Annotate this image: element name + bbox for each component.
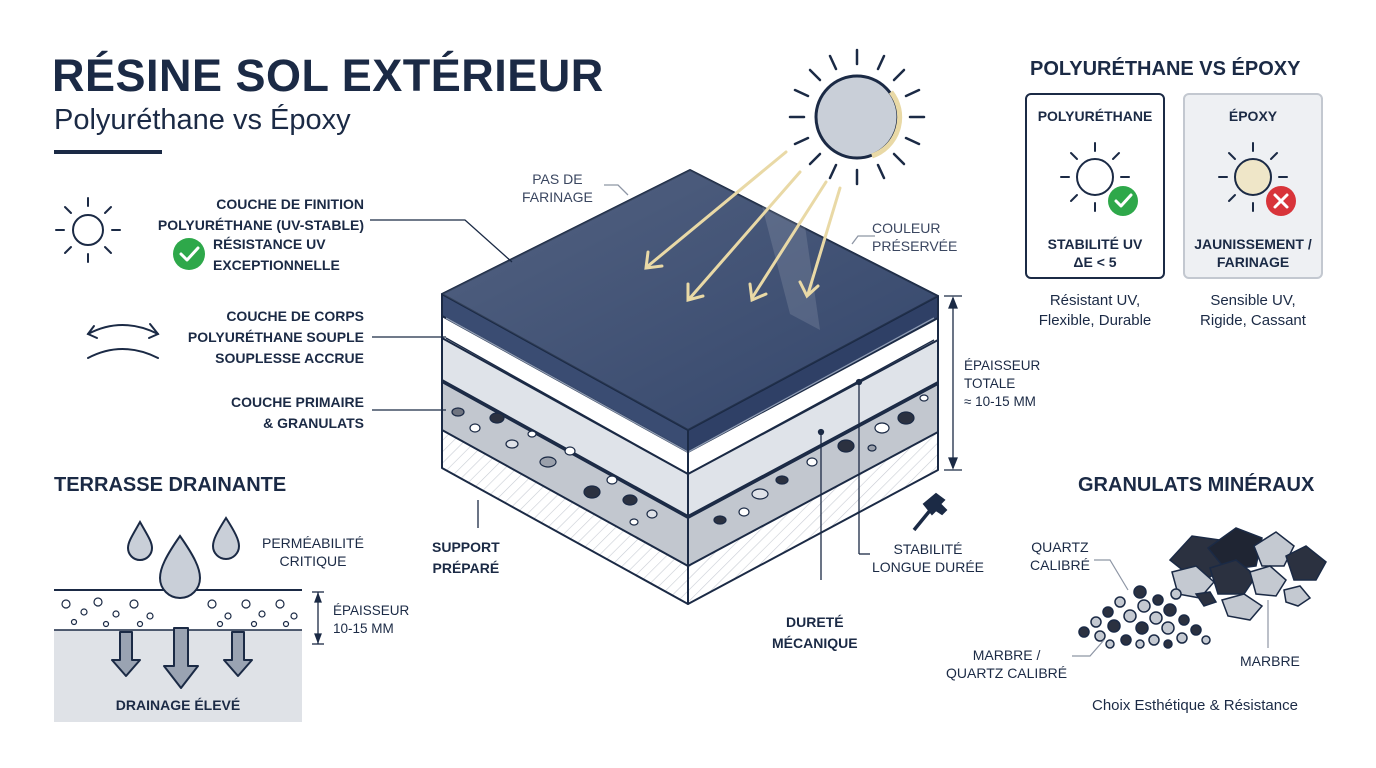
uv-label-line2: EXCEPTIONNELLE: [213, 257, 340, 273]
aggregate-pebbles: [451, 394, 929, 526]
primer-label-line1: COUCHE PRIMAIRE: [230, 394, 364, 410]
epoxy-card-title: ÉPOXY: [1228, 108, 1278, 124]
epoxy-card: ÉPOXY JAUNISSEMENT / FARINAGE: [1183, 93, 1323, 279]
page-subtitle: Polyuréthane vs Époxy: [54, 104, 351, 136]
epoxy-properties: Sensible UV, Rigide, Cassant: [1200, 292, 1306, 329]
stability-label: STABILITÉ LONGUE DURÉE: [872, 541, 985, 575]
no-chalking-label: PAS DE FARINAGE: [522, 171, 593, 205]
pu-sun-icon: [1060, 142, 1138, 216]
aggregate-pile-illustration: [1078, 527, 1327, 649]
down-arrow-icon: [111, 627, 253, 689]
primer-layer-label: COUCHE PRIMAIRE & GRANULATS: [231, 392, 364, 434]
pu-card-title: POLYURÉTHANE: [1037, 108, 1153, 124]
finish-label-line1: COUCHE DE FINITION: [216, 196, 364, 212]
body-label-line3: SOUPLESSE ACCRUE: [215, 350, 364, 366]
uv-label-line1: RÉSISTANCE UV: [213, 236, 326, 252]
epoxy-card-value: JAUNISSEMENT / FARINAGE: [1194, 236, 1312, 270]
aggregates-caption: Choix Esthétique & Résistance: [1092, 697, 1298, 714]
drainage-illustration: [54, 516, 324, 722]
total-thickness-label: ÉPAISSEUR TOTALE ≈ 10-15 MM: [964, 358, 1041, 409]
marble-quartz-label: MARBRE / QUARTZ CALIBRÉ: [946, 647, 1068, 681]
leader-lines: [370, 184, 875, 580]
comparison-heading: POLYURÉTHANE VS ÉPOXY: [1030, 58, 1301, 80]
primer-label-line2: & GRANULATS: [263, 415, 364, 431]
pu-check-icon: [1108, 186, 1138, 216]
hardness-label: DURETÉ MÉCANIQUE: [772, 614, 858, 651]
hammer-icon: [912, 492, 948, 532]
page-title: RÉSINE SOL EXTÉRIEUR: [52, 50, 604, 101]
aggregate-leader-lines: [1072, 559, 1269, 657]
drainage-thickness-label: ÉPAISSEUR 10-15 MM: [333, 603, 410, 636]
body-label-line2: POLYURÉTHANE SOUPLE: [187, 329, 364, 345]
epoxy-cross-icon: [1266, 186, 1296, 216]
body-layer-label: COUCHE DE CORPS POLYURÉTHANE SOUPLE SOUP…: [188, 306, 364, 369]
drainage-heading: TERRASSE DRAINANTE: [54, 474, 287, 496]
pu-card-value: STABILITÉ UV ΔE < 5: [1047, 236, 1143, 270]
finish-label-line2: POLYURÉTHANE (UV-STABLE): [157, 217, 364, 233]
layer-stack-diagram: [441, 169, 939, 605]
body-label-line1: COUCHE DE CORPS: [226, 308, 364, 324]
quartz-label: QUARTZ CALIBRÉ: [1030, 539, 1090, 573]
aggregates-heading: GRANULATS MINÉRAUX: [1078, 474, 1315, 496]
support-label: SUPPORT PRÉPARÉ: [432, 539, 500, 576]
permeability-label: PERMÉABILITÉ CRITIQUE: [262, 535, 364, 569]
sun-icon: [788, 48, 926, 186]
flex-arrows-icon: [86, 323, 160, 359]
uv-resistance-label: RÉSISTANCE UV EXCEPTIONNELLE: [213, 234, 340, 276]
pu-properties: Résistant UV, Flexible, Durable: [1038, 292, 1152, 329]
marble-label: MARBRE: [1240, 653, 1300, 669]
finish-layer-label: COUCHE DE FINITION POLYURÉTHANE (UV-STAB…: [158, 194, 364, 236]
finish-sun-icon: [55, 197, 121, 263]
thickness-dimension: [944, 295, 962, 471]
polyurethane-card: POLYURÉTHANE STABILITÉ UV ΔE < 5: [1025, 93, 1165, 279]
color-preserved-label: COULEUR PRÉSERVÉE: [872, 220, 958, 254]
check-icon: [173, 238, 205, 270]
epoxy-sun-icon: [1218, 142, 1296, 216]
title-underline: [54, 150, 162, 154]
uv-ray-arrows: [644, 150, 842, 303]
drainage-caption: DRAINAGE ÉLEVÉ: [115, 697, 241, 713]
